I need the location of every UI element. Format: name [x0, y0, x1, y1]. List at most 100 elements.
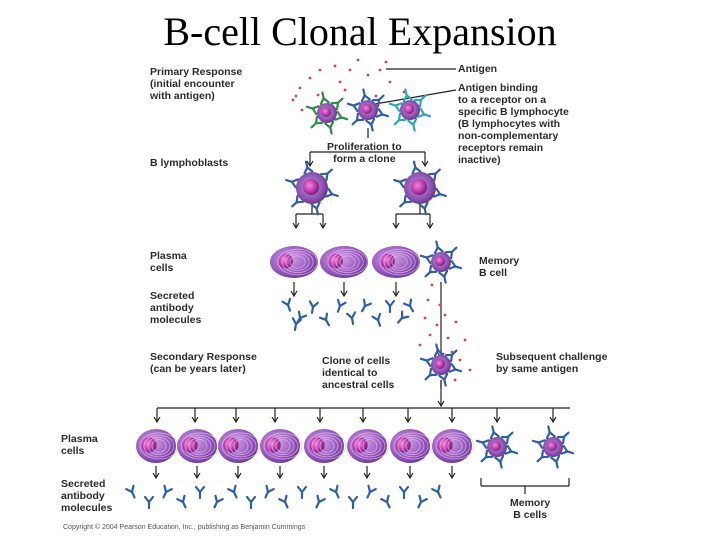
receptor-icon: [419, 254, 434, 264]
b-lymphoblasts-label: B lymphoblasts: [150, 157, 229, 169]
antibody-icon: [264, 484, 275, 499]
receptor-icon: [375, 108, 390, 118]
antigen-dot: [291, 98, 295, 102]
antibody-icon: [346, 311, 357, 326]
receptor-icon: [475, 439, 490, 449]
antibody-icon: [125, 484, 136, 499]
receptor-icon: [444, 349, 458, 363]
antibody-icon: [380, 494, 391, 509]
antibody-icon: [162, 484, 173, 499]
receptor-icon: [413, 94, 427, 108]
receptor-icon: [433, 240, 444, 255]
antibody-icon: [384, 299, 396, 314]
receptor-icon: [393, 178, 407, 189]
receptor-icon: [399, 194, 413, 208]
antigen-dot: [443, 313, 447, 317]
receptor-icon: [480, 449, 494, 463]
plasma-cell-icon: [390, 429, 433, 463]
antigen-dot: [418, 343, 422, 347]
antibody-icon: [431, 484, 442, 499]
b-lymphocyte-icon: [305, 91, 349, 135]
receptor-icon: [365, 117, 376, 132]
receptor-icon: [419, 357, 434, 367]
antigen-dot: [426, 298, 430, 302]
page-title: B-cell Clonal Expansion: [163, 9, 557, 54]
primary-response-label: Primary Response (initial encounter with…: [150, 66, 243, 102]
receptor-icon: [489, 425, 500, 440]
antigen-dot: [298, 86, 302, 90]
antibody-icon: [347, 495, 359, 510]
antigen-dot: [423, 316, 427, 320]
plasma-cells-label-2: Plasma cells: [61, 433, 98, 457]
antigen-dot: [356, 58, 360, 62]
connector-lines: [152, 68, 570, 494]
antigen-dot: [300, 108, 304, 112]
memory-b-cell-icon: [419, 240, 463, 284]
receptor-icon: [536, 449, 550, 463]
antibody-icon: [371, 312, 382, 327]
receptor-icon: [393, 112, 407, 126]
receptor-icon: [438, 269, 449, 284]
antibody-icon: [281, 297, 292, 312]
antigen-dot: [435, 323, 439, 327]
receptor-icon: [402, 88, 413, 103]
receptor-icon: [417, 108, 432, 118]
receptor-icon: [494, 454, 505, 469]
antibody-icon: [245, 495, 257, 510]
subsequent-challenge-label: Subsequent challenge by same antigen: [496, 351, 608, 375]
antibody-icon: [315, 494, 326, 509]
memory-b-cell-label: Memory B cell: [479, 255, 520, 279]
plasma-cell-icon: [372, 246, 420, 278]
antigen-dot: [294, 94, 298, 98]
plasma-cells-label-1: Plasma cells: [150, 250, 187, 274]
receptor-icon: [411, 160, 422, 175]
antigen-dot: [316, 93, 320, 97]
receptor-icon: [346, 102, 361, 112]
secreted-antibody-label-2: Secreted antibody molecules: [61, 478, 113, 514]
memory-b-cell-icon: [475, 425, 519, 469]
secreted-antibody-label-1: Secreted antibody molecules: [150, 290, 202, 326]
plasma-cell-icon: [304, 429, 347, 463]
plasma-cell-icon: [260, 429, 303, 463]
b-lymphoblast-icon: [285, 160, 339, 216]
receptor-icon: [418, 201, 429, 216]
plasma-cell-icon: [177, 429, 220, 463]
receptor-icon: [424, 367, 438, 381]
receptor-icon: [351, 112, 365, 126]
receptor-icon: [448, 363, 463, 373]
receptor-icon: [319, 91, 330, 106]
cells: [136, 88, 575, 469]
antibody-icon: [398, 485, 410, 500]
antigen-dot: [453, 378, 457, 382]
receptor-icon: [324, 120, 335, 135]
receptor-icon: [531, 439, 546, 449]
receptor-icon: [303, 160, 314, 175]
antibodies: [125, 297, 442, 510]
receptor-icon: [330, 97, 344, 111]
plasma-cell-icon: [270, 246, 318, 278]
antigen-dot: [458, 358, 462, 362]
antigen-dot: [463, 338, 467, 342]
receptor-icon: [325, 187, 339, 198]
plasma-cell-icon: [218, 429, 261, 463]
receptor-icon: [285, 178, 299, 189]
receptor-icon: [291, 194, 305, 208]
antibody-icon: [176, 494, 187, 509]
antigen-dot: [446, 336, 450, 340]
antigen-dot: [388, 80, 392, 84]
receptor-icon: [310, 201, 321, 216]
plasma-cell-icon: [432, 429, 475, 463]
antigen-dot: [366, 73, 370, 77]
receptor-icon: [433, 343, 444, 358]
plasma-cell-icon: [320, 246, 368, 278]
antigen-dot: [348, 68, 352, 72]
antibody-icon: [329, 484, 340, 499]
copyright-notice: Copyright © 2004 Pearson Education, Inc.…: [63, 524, 306, 531]
antigen-dot: [308, 76, 312, 80]
antibody-icon: [417, 494, 428, 509]
antibody-icon: [318, 312, 331, 327]
memory-b-cell-icon: [419, 343, 463, 387]
antigen-binding-label: Antigen binding to a receptor on a speci…: [458, 82, 569, 166]
antibody-icon: [143, 495, 155, 510]
receptor-icon: [545, 425, 556, 440]
